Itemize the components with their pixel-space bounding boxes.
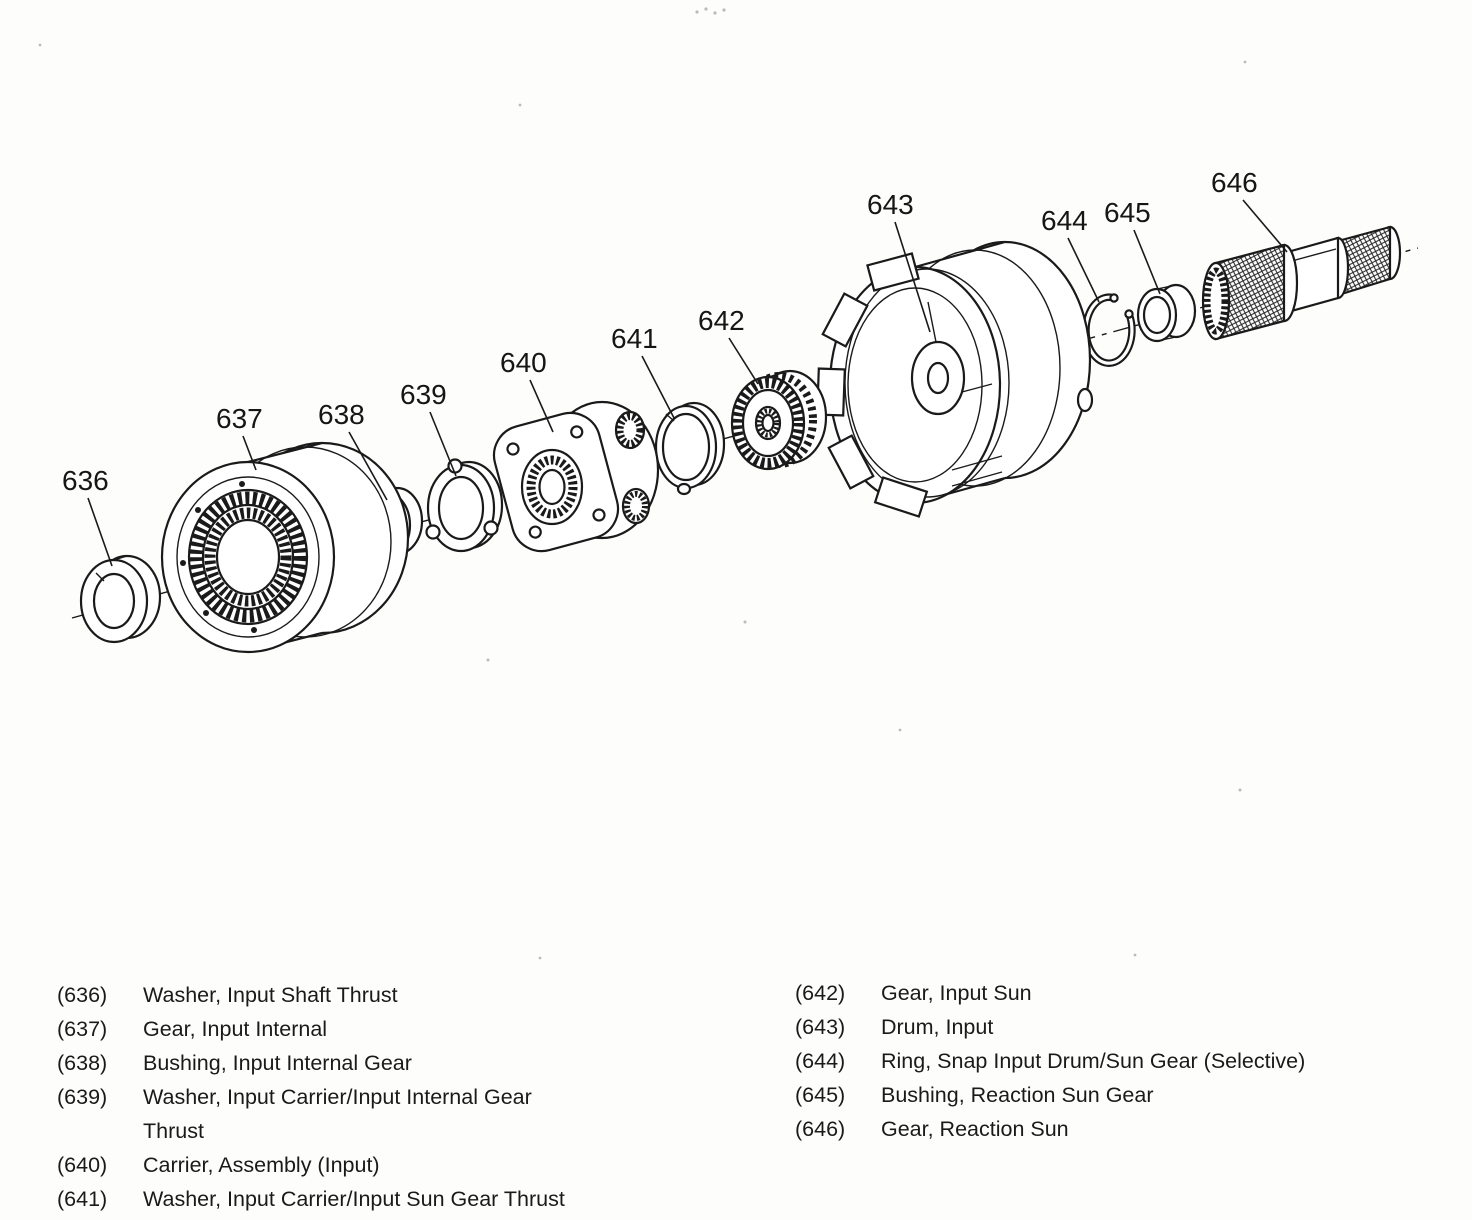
legend-item-638: (638) Bushing, Input Internal Gear [57, 1046, 737, 1080]
legend-item-642: (642) Gear, Input Sun [795, 976, 1455, 1010]
callout-636: 636 [62, 465, 109, 496]
part-number: (638) [57, 1051, 108, 1075]
legend-item-643: (643) Drum, Input [795, 1010, 1455, 1044]
legend-item-637: (637) Gear, Input Internal [57, 1012, 737, 1046]
callout-leader-lines [87, 199, 1288, 567]
part-642-input-sun-gear [730, 369, 828, 471]
callout-640: 640 [500, 347, 547, 378]
part-646-reaction-sun-gear [1201, 225, 1402, 341]
legend-item-646: (646) Gear, Reaction Sun [795, 1112, 1455, 1146]
callout-643: 643 [867, 189, 914, 220]
part-637-input-internal-gear [160, 441, 410, 654]
part-number: (637) [57, 1017, 108, 1041]
legend-item-636: (636) Washer, Input Shaft Thrust [57, 978, 737, 1012]
part-641-thrust-washer [654, 401, 726, 496]
part-label: Drum, Input [881, 1015, 994, 1039]
part-label: Bushing, Input Internal Gear [143, 1051, 412, 1075]
part-number: (636) [57, 983, 108, 1007]
part-label: Ring, Snap Input Drum/Sun Gear (Selectiv… [881, 1049, 1306, 1073]
part-number: (644) [795, 1049, 846, 1073]
gear-face-rivets [180, 481, 257, 633]
part-644-snap-ring [1082, 293, 1136, 367]
part-number: (645) [795, 1083, 846, 1107]
callout-637: 637 [216, 403, 263, 434]
callout-641: 641 [611, 323, 658, 354]
part-label: Gear, Input Sun [881, 981, 1032, 1005]
legend-column-right: (642) Gear, Input Sun (643) Drum, Input … [795, 976, 1455, 1146]
part-label: Washer, Input Carrier/Input Internal Gea… [143, 1085, 532, 1143]
legend-item-641: (641) Washer, Input Carrier/Input Sun Ge… [57, 1182, 737, 1216]
part-number: (646) [795, 1117, 846, 1141]
part-label: Carrier, Assembly (Input) [143, 1153, 380, 1177]
part-636-thrust-washer [79, 554, 162, 644]
drum-castellation-slots [816, 252, 929, 518]
part-number: (640) [57, 1153, 108, 1177]
callout-638: 638 [318, 399, 365, 430]
part-639-tabbed-thrust-washer [425, 458, 504, 553]
legend-item-640: (640) Carrier, Assembly (Input) [57, 1148, 737, 1182]
callout-645: 645 [1104, 197, 1151, 228]
legend-column-left: (636) Washer, Input Shaft Thrust (637) G… [57, 978, 737, 1216]
scan-noise [38, 7, 1247, 960]
callout-639: 639 [400, 379, 447, 410]
part-640-input-carrier-assembly [492, 400, 660, 553]
part-645-bushing [1136, 283, 1197, 343]
exploded-diagram: 636 637 638 639 640 641 642 643 644 645 … [38, 7, 1419, 960]
part-number: (643) [795, 1015, 846, 1039]
part-label: Gear, Reaction Sun [881, 1117, 1069, 1141]
part-label: Washer, Input Shaft Thrust [143, 983, 398, 1007]
part-label: Gear, Input Internal [143, 1017, 328, 1041]
part-number: (639) [57, 1085, 108, 1109]
part-number: (641) [57, 1187, 108, 1211]
part-label: Bushing, Reaction Sun Gear [881, 1083, 1154, 1107]
legend-item-645: (645) Bushing, Reaction Sun Gear [795, 1078, 1455, 1112]
callout-646: 646 [1211, 167, 1258, 198]
part-label: Washer, Input Carrier/Input Sun Gear Thr… [143, 1187, 565, 1211]
legend-item-639: (639) Washer, Input Carrier/Input Intern… [57, 1080, 737, 1148]
callout-labels: 636 637 638 639 640 641 642 643 644 645 … [62, 167, 1258, 496]
legend-item-644: (644) Ring, Snap Input Drum/Sun Gear (Se… [795, 1044, 1455, 1078]
callout-642: 642 [698, 305, 745, 336]
callout-644: 644 [1041, 205, 1088, 236]
part-643-input-drum [816, 240, 1094, 518]
part-number: (642) [795, 981, 846, 1005]
